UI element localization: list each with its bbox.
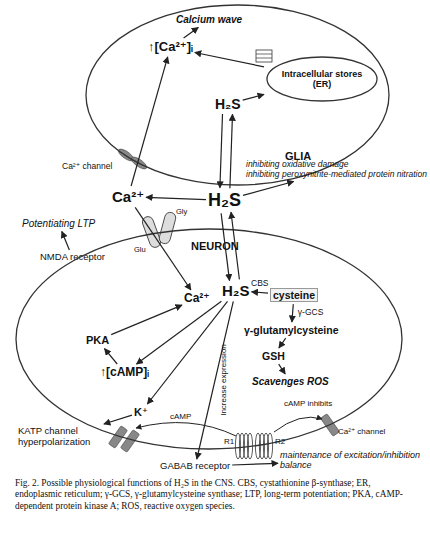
node-text: KATP channel hyperpolarization — [18, 426, 108, 448]
messenger-text: ↑[cAMP]ᵢ — [100, 366, 149, 380]
leader-arrow — [274, 417, 322, 432]
connector-arrow — [230, 114, 233, 188]
molecule-text: H₂S — [222, 282, 250, 299]
node-text: ↑[cAMP]ᵢ — [100, 366, 149, 380]
ion-text: Ca²⁺ — [184, 292, 210, 306]
cell-outline — [86, 5, 389, 185]
molecule-text: H₂S — [215, 96, 241, 112]
channel-label: Ca²⁺ channel — [338, 428, 385, 437]
node-text: Ca²⁺ — [112, 188, 144, 205]
connector-arrow — [279, 364, 286, 374]
substrate-box: cysteine — [270, 288, 318, 302]
node-text: maintenance of excitation/inhibition bal… — [280, 450, 430, 471]
node-text: K⁺ — [134, 406, 148, 419]
edge-label: CBS — [251, 280, 268, 289]
node-text: NEURON — [191, 240, 239, 253]
node-text: γ-glutamylcysteine — [244, 324, 339, 336]
node-text: inhibiting oxidative damage — [246, 160, 428, 170]
nmda-receptor-symbol — [141, 211, 177, 249]
node-text: inhibiting peroxynitrite-mediated protei… — [246, 170, 428, 180]
metabolite-text: γ-glutamylcysteine — [244, 324, 339, 336]
node-text: H₂S — [208, 190, 241, 211]
metabolite-text: GSH — [262, 350, 285, 362]
channel-label: Ca²⁺ channel — [62, 162, 112, 171]
nmda-receptor-symbol — [158, 211, 177, 245]
connector-arrow — [147, 301, 227, 404]
edge-label: Increase expression — [220, 344, 229, 416]
channel-outcome: KATP channel hyperpolarization — [18, 426, 108, 448]
connector-arrow — [279, 338, 286, 348]
ligand-label: Glu — [134, 246, 146, 254]
node-text: Potentiating LTP — [22, 218, 95, 230]
cell-outline — [16, 229, 402, 449]
outcome-text: Scavenges ROS — [252, 376, 329, 388]
glia-calcium-channel — [117, 147, 149, 171]
nmda-receptor-symbol — [141, 215, 162, 249]
node-text: H₂S — [215, 96, 241, 112]
outcome-text: Potentiating LTP — [22, 218, 95, 230]
molecule-text: H₂S — [208, 190, 241, 211]
er-store-symbol — [256, 58, 272, 59]
node-text: Scavenges ROS — [252, 376, 329, 388]
katp-channel-symbol — [108, 426, 139, 453]
node-text: GSH — [262, 350, 285, 362]
ion-text: K⁺ — [134, 406, 148, 419]
node-text: cysteine — [273, 289, 315, 301]
cell-outline — [267, 57, 377, 101]
connector-arrow — [146, 197, 206, 199]
node-text: PKA — [86, 334, 109, 347]
connector-arrow — [243, 182, 294, 196]
leader-arrow — [136, 417, 322, 436]
glia-cell: GLIACalcium wave↑[Ca²⁺]ᵢIntracellular st… — [85, 4, 390, 186]
subunit-label: R1 — [224, 438, 234, 447]
connector-arrow — [252, 292, 269, 293]
outcome-text: Calcium wave — [176, 14, 242, 26]
connector-arrow — [232, 463, 278, 465]
connector-arrow — [220, 114, 223, 188]
subunit-label: R2 — [275, 438, 285, 447]
receptor-name: GABAB receptor — [160, 461, 230, 472]
connector-arrow — [231, 212, 239, 279]
node-text: GABAB receptor — [160, 461, 230, 472]
node-text: Ca²⁺ — [184, 292, 210, 306]
connector-arrow — [184, 28, 199, 39]
concentration-text: ↑[Ca²⁺]ᵢ — [148, 40, 193, 55]
cell-outline — [15, 228, 403, 450]
node-text: Intracellular stores (ER) — [277, 69, 367, 90]
node-text: ↑[Ca²⁺]ᵢ — [148, 40, 193, 55]
outcome-text: maintenance of excitation/inhibition bal… — [280, 450, 430, 471]
ligand-label: Gly — [176, 208, 187, 216]
gabab-receptor-symbol — [267, 433, 272, 459]
connector-arrow — [292, 304, 293, 322]
connector-arrow — [105, 349, 118, 364]
connector-arrow — [131, 57, 168, 186]
connector-arrow — [104, 415, 132, 424]
connector-arrow — [111, 305, 182, 335]
node-text: H₂S — [222, 282, 250, 299]
organelle-ellipse: Intracellular stores (ER) — [266, 56, 378, 102]
ion-text: Ca²⁺ — [112, 188, 144, 205]
cell-outline — [85, 4, 390, 186]
connector-arrow — [137, 301, 222, 364]
connector-arrow — [62, 232, 70, 251]
messenger-label: cAMP — [170, 413, 191, 422]
connector-arrow — [197, 301, 234, 459]
connector-arrow — [221, 213, 229, 280]
enzyme-text: PKA — [86, 334, 109, 347]
er-store-symbol — [256, 50, 272, 62]
neuron-cell: NEURONCa²⁺H₂Scysteineγ-glutamylcysteineG… — [15, 228, 403, 450]
node-text: Calcium wave — [176, 14, 242, 26]
er-store-symbol — [256, 54, 272, 55]
edge-label: γ-GCS — [298, 308, 324, 317]
leader-arrow — [136, 423, 236, 436]
connector-arrow — [195, 53, 264, 67]
outcome-text: inhibiting oxidative damageinhibiting pe… — [246, 160, 428, 180]
connector-arrow — [243, 94, 264, 100]
er-store-symbol — [256, 50, 272, 62]
messenger-label: cAMP inhibits — [284, 400, 332, 409]
figure-caption: Fig. 2. Possible physiological functions… — [15, 478, 417, 512]
